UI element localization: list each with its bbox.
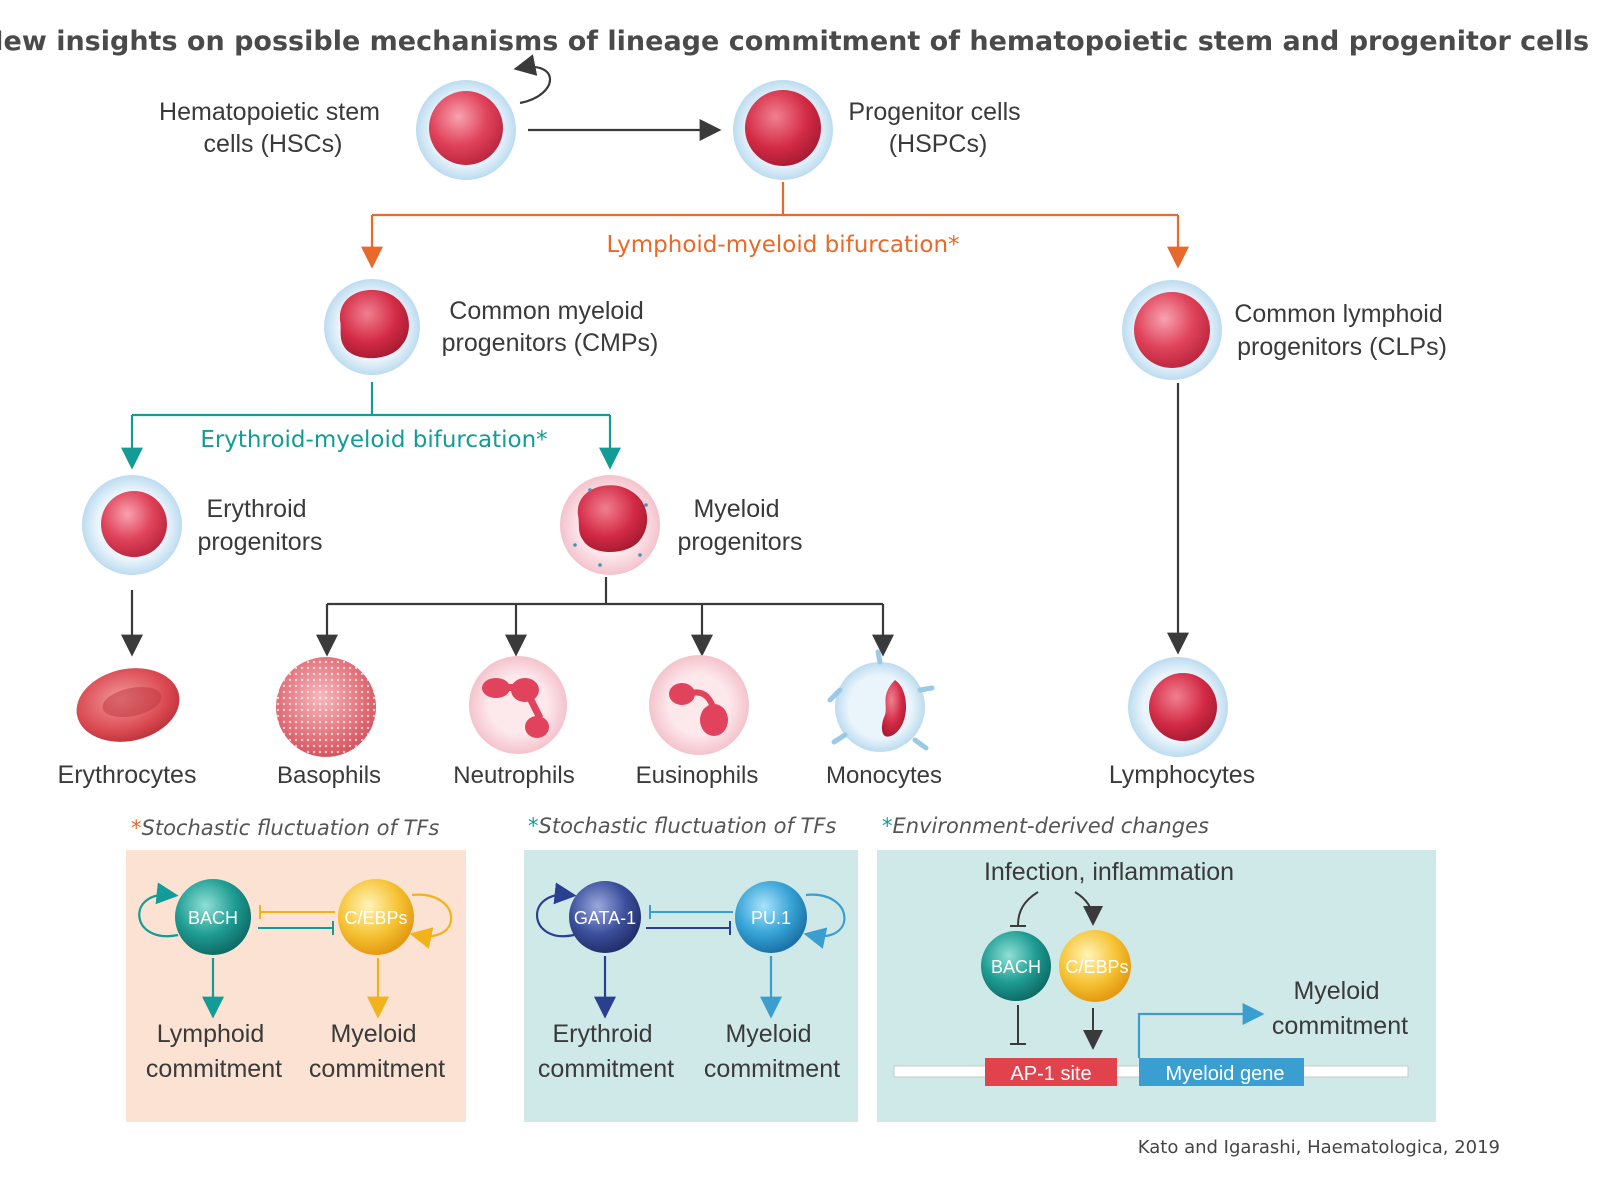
self-renewal-arrow [513,54,551,105]
panel2-erythroid-commitment: Erythroid commitment [538,1020,674,1083]
myeloid-branch [316,577,894,657]
p3-cebp-node-label: C/EBPs [1065,957,1128,977]
basophils-label: Basophils [277,762,381,789]
panel2-myeloid-commitment: Myeloid commitment [704,1020,840,1083]
neutrophil-cell-icon [469,656,567,754]
erythrocytes-label: Erythrocytes [58,761,197,789]
lymphoid-myeloid-bifurcation-label: Lymphoid-myeloid bifurcation* [606,232,959,258]
mutual-inhibition-1 [258,905,335,935]
gata1-node [569,881,641,953]
p3-cebp-node [1059,930,1131,1002]
myeloid-gene-label: Myeloid gene [1166,1063,1285,1085]
pu1-node [735,881,807,953]
trigger-inhibits-bach [1017,891,1039,926]
gata1-node-label: GATA-1 [574,908,636,928]
myeloid-progenitor-cell-icon [560,475,660,575]
ap1-site-label: AP-1 site [1010,1063,1091,1085]
bach-node [175,879,251,955]
myeloid-gene-box [1139,1058,1304,1086]
erythroid-progenitor-cell-icon [82,475,182,575]
page-title: New insights on possible mechanisms of l… [0,26,1589,57]
bach-self-loop [138,882,179,938]
cebp-self-loop [409,893,453,949]
erythroid-myeloid-branch [121,382,621,470]
panel3-myeloid-commitment: Myeloid commitment [1272,977,1408,1040]
lymphocyte-cell-icon [1128,657,1228,757]
bach-node-label: BACH [188,908,238,928]
cebp-node-label: C/EBPs [344,908,407,928]
p3-bach-node [981,931,1051,1001]
cmp-label: Common myeloid progenitors (CMPs) [442,297,659,357]
gata1-self-loop [535,882,577,938]
hsc-cell-icon [416,80,516,180]
hspc-cell-icon [733,80,833,180]
panel3-note: *Environment-derived changes [882,814,1209,838]
transcription-arrow [1137,1003,1265,1058]
trigger-activates-cebp [1074,891,1103,926]
eusinophil-cell-icon [649,655,749,755]
panel2-note: *Stochastic fluctuation of TFs [528,814,836,838]
hspc-label: Progenitor cells (HSPCs) [848,98,1027,158]
hsc-label: Hematopoietic stem cells (HSCs) [159,98,387,158]
erythrocyte-cell-icon [76,668,180,742]
lymphoid-myeloid-branch [361,182,1189,269]
mutual-inhibition-2 [646,905,733,935]
erythroid-progenitor-label: Erythroid progenitors [197,495,322,556]
pu1-self-loop [803,893,846,949]
pu1-node-label: PU.1 [751,908,791,928]
monocytes-label: Monocytes [826,762,942,789]
ap1-site-box [985,1058,1117,1086]
panel1-lymphoid-commitment: Lymphoid commitment [146,1020,282,1083]
basophil-cell-icon [276,657,376,757]
monocyte-cell-icon [827,649,935,752]
clp-cell-icon [1122,280,1222,380]
infection-inflammation-label: Infection, inflammation [984,858,1234,886]
myeloid-progenitor-label: Myeloid progenitors [677,495,802,556]
cebp-node [338,879,414,955]
clp-label: Common lymphoid progenitors (CLPs) [1234,300,1449,361]
panel1-myeloid-commitment: Myeloid commitment [309,1020,445,1083]
cmp-cell-icon [324,279,420,375]
erythroid-myeloid-bifurcation-label: Erythroid-myeloid bifurcation* [200,427,547,453]
credit-citation: Kato and Igarashi, Haematologica, 2019 [1138,1137,1500,1158]
p3-bach-node-label: BACH [991,957,1041,977]
neutrophils-label: Neutrophils [453,762,574,789]
panel1-note: *Stochastic fluctuation of TFs [131,816,439,840]
eusinophils-label: Eusinophils [636,762,759,789]
lymphocytes-label: Lymphocytes [1109,761,1255,789]
